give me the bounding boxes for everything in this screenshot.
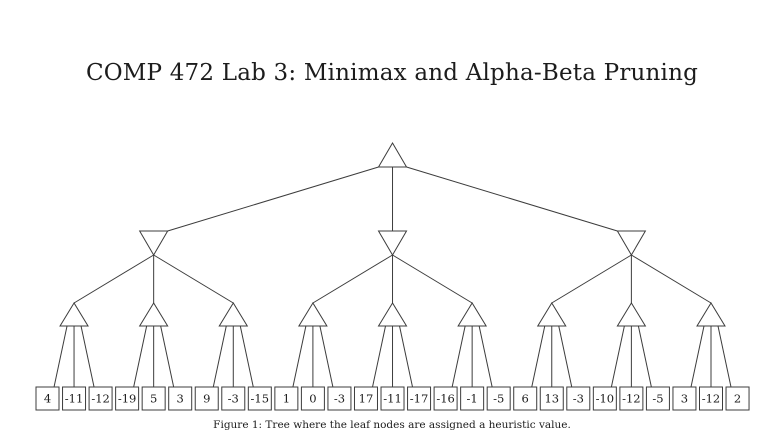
leaf-value: 13 xyxy=(544,392,559,406)
max-node xyxy=(59,302,89,327)
leaf-value: 1 xyxy=(283,392,290,406)
leaf-value: 5 xyxy=(150,392,157,406)
leaf-value-box xyxy=(141,386,166,411)
edge-min-max xyxy=(312,254,393,304)
leaf-value-box xyxy=(274,386,299,411)
edge-min-max xyxy=(153,254,234,304)
leaf-value: 3 xyxy=(177,392,184,406)
leaf-value: 0 xyxy=(309,392,316,406)
leaf-value-box xyxy=(353,386,378,411)
edge-max-leaf xyxy=(558,325,573,388)
leaf-value-box xyxy=(247,386,272,411)
root-max-node xyxy=(377,142,408,168)
edge-max-leaf xyxy=(451,325,466,388)
edge-max-leaf xyxy=(478,325,493,388)
leaf-value-box xyxy=(168,386,193,411)
max-node xyxy=(377,302,408,327)
leaf-value: 17 xyxy=(359,392,374,406)
leaf-value-box xyxy=(513,386,538,411)
edge-max-leaf xyxy=(80,325,95,388)
edge-max-leaf xyxy=(319,325,334,388)
edge-max-leaf xyxy=(212,325,227,388)
leaf-value-box xyxy=(672,386,697,411)
leaf-value-box xyxy=(486,386,511,411)
leaf-value-box xyxy=(380,386,405,411)
max-node xyxy=(298,302,328,327)
leaf-value-box xyxy=(433,386,458,411)
edge-root-min xyxy=(406,166,618,232)
edge-min-max xyxy=(551,254,632,304)
edge-min-max xyxy=(631,254,712,304)
leaf-value: 3 xyxy=(681,392,688,406)
leaf-value-box xyxy=(194,386,219,411)
leaf-value: -11 xyxy=(65,392,84,406)
leaf-value: -11 xyxy=(383,392,402,406)
leaf-value: -1 xyxy=(467,392,478,406)
leaf-value-box xyxy=(645,386,670,411)
leaf-value-box xyxy=(115,386,140,411)
leaf-value-box xyxy=(699,386,723,411)
leaf-value-box xyxy=(35,386,60,411)
edge-max-leaf xyxy=(160,325,175,388)
document-title: COMP 472 Lab 3: Minimax and Alpha-Beta P… xyxy=(85,60,699,86)
edge-max-leaf xyxy=(399,325,414,388)
leaf-value-box xyxy=(619,386,644,411)
leaf-value: -5 xyxy=(652,392,663,406)
leaf-value-box xyxy=(539,386,564,411)
leaf-value-box xyxy=(725,386,750,411)
leaf-value: -3 xyxy=(573,392,584,406)
max-node xyxy=(616,302,647,327)
edge-root-min xyxy=(167,166,379,232)
leaf-value: 6 xyxy=(522,392,529,406)
min-node xyxy=(616,230,647,256)
max-node xyxy=(696,302,726,327)
edge-max-leaf xyxy=(637,325,652,388)
edge-max-leaf xyxy=(133,325,148,388)
edge-max-leaf xyxy=(53,325,68,388)
max-node xyxy=(218,302,249,327)
leaf-value: 9 xyxy=(203,392,210,406)
leaf-value-box xyxy=(460,386,485,411)
edge-min-max xyxy=(392,254,473,304)
leaf-value: -3 xyxy=(334,392,345,406)
min-node xyxy=(138,230,169,256)
leaf-value-box xyxy=(327,386,352,411)
edge-min-max xyxy=(73,254,154,304)
leaf-value-box xyxy=(221,386,246,411)
edge-max-leaf xyxy=(292,325,307,388)
leaf-value: -15 xyxy=(251,392,270,406)
leaf-value-box xyxy=(592,386,617,411)
edge-max-leaf xyxy=(610,325,625,388)
edge-max-leaf xyxy=(531,325,546,388)
edge-max-leaf xyxy=(690,325,705,388)
edge-max-leaf xyxy=(717,325,732,388)
leaf-value: -17 xyxy=(410,392,429,406)
max-node xyxy=(457,302,488,327)
leaf-value-box xyxy=(62,386,87,411)
leaf-value: 2 xyxy=(734,392,741,406)
leaf-value-box xyxy=(566,386,591,411)
leaf-value: -3 xyxy=(228,392,239,406)
leaf-value: -19 xyxy=(118,392,137,406)
leaf-value: -12 xyxy=(91,392,110,406)
leaf-value: -5 xyxy=(493,392,504,406)
leaf-value: -12 xyxy=(622,392,641,406)
figure-caption: Figure 1: Tree where the leaf nodes are … xyxy=(213,419,571,431)
min-node xyxy=(377,230,408,256)
edge-max-leaf xyxy=(372,325,387,388)
leaf-value-box xyxy=(407,386,432,411)
edge-max-leaf xyxy=(239,325,254,388)
leaf-value-box xyxy=(300,386,325,411)
leaf-value: -12 xyxy=(702,392,721,406)
leaf-value-box xyxy=(88,386,113,411)
leaf-value: 4 xyxy=(44,392,51,406)
leaf-value: -16 xyxy=(436,392,455,406)
max-node xyxy=(536,302,567,327)
leaf-value: -10 xyxy=(596,392,615,406)
max-node xyxy=(138,302,169,327)
